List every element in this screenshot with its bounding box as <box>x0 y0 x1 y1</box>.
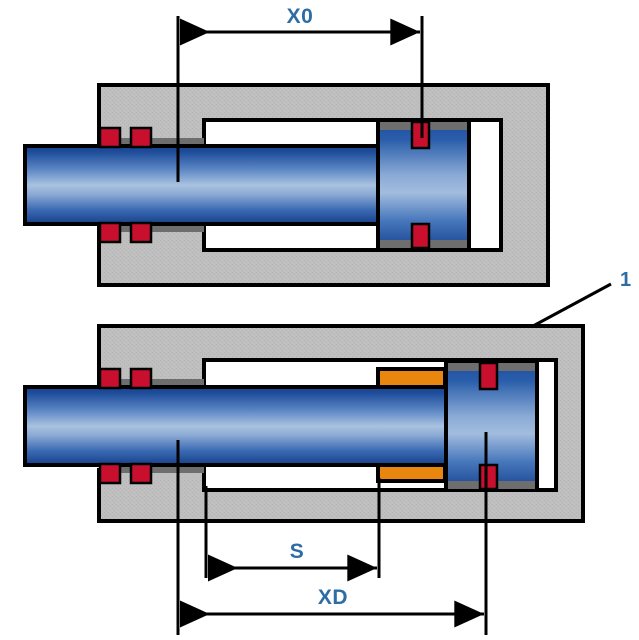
red-seal <box>98 367 122 390</box>
red-seal <box>129 221 153 244</box>
red-seal <box>98 462 122 485</box>
dimension-x0: X0 <box>176 5 424 182</box>
red-seal <box>129 462 153 485</box>
lower-view <box>23 324 585 523</box>
callout-label-1: 1 <box>620 269 631 291</box>
red-seal <box>129 367 153 390</box>
dimension-s: S <box>204 478 381 582</box>
dimension-label-xd: XD <box>318 586 348 609</box>
piston-rod <box>23 144 387 226</box>
upper-view <box>23 83 550 287</box>
red-seal <box>98 221 122 244</box>
dimension-xd: XD <box>176 432 488 635</box>
red-seal <box>129 126 153 149</box>
red-seal <box>410 222 431 250</box>
red-seal <box>478 361 499 391</box>
piston-rod <box>23 385 450 467</box>
dimension-label-s: S <box>290 540 305 563</box>
red-seal <box>478 463 499 491</box>
red-seal <box>98 126 122 149</box>
dimension-label-x0: X0 <box>287 5 314 28</box>
